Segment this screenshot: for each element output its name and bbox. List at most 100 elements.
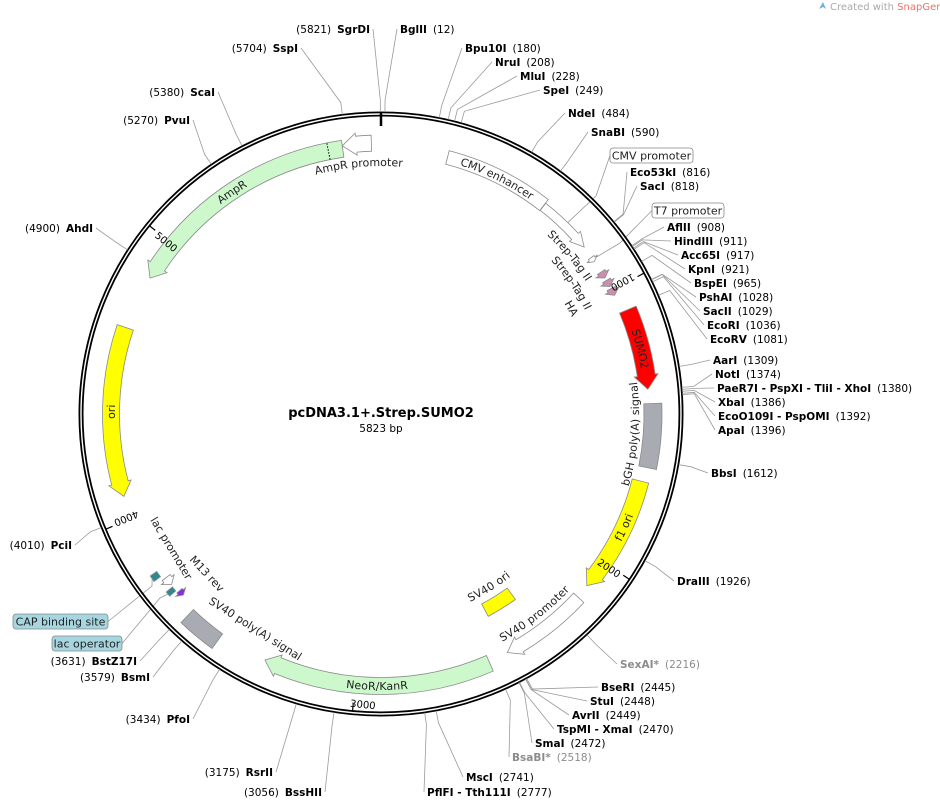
feature-sv40-ori[interactable] [481, 587, 516, 617]
feature-label-box[interactable] [651, 202, 725, 219]
feature-ampr-promoter[interactable] [341, 132, 373, 156]
site-paren: ( [606, 710, 610, 722]
restriction-site[interactable]: Eco53kI(816) [630, 167, 710, 179]
site-position: 917 [730, 250, 750, 262]
site-position: 816 [686, 167, 706, 179]
restriction-site[interactable]: PaeR7I - PspXI - TliI - XhoI(1380) [717, 383, 912, 395]
feature-cap-binding-site[interactable] [149, 570, 162, 583]
site-position: 4010 [14, 540, 41, 552]
site-name: TspMI - XmaI [557, 724, 633, 736]
site-name: NotI [715, 369, 740, 381]
feature-ampr[interactable] [147, 139, 345, 279]
restriction-site[interactable]: KpnI(921) [688, 264, 749, 276]
restriction-site[interactable]: BbsI(1612) [711, 468, 778, 480]
restriction-site[interactable]: AarI(1309) [713, 355, 778, 367]
site-name: Eco53kI [630, 167, 676, 179]
feature-lac-operator[interactable] [165, 586, 177, 597]
restriction-site[interactable]: PflFI - Tth111I(2777) [427, 787, 552, 799]
feature-bgh-poly-a-signal[interactable] [638, 402, 663, 470]
restriction-site[interactable]: (3579)BsmI [80, 672, 150, 684]
site-paren: ( [232, 43, 236, 55]
restriction-site[interactable]: BglII(12) [400, 24, 455, 36]
site-name: SexAI* [620, 659, 659, 671]
feature-sumo2[interactable] [619, 305, 659, 390]
restriction-site[interactable]: BspEI(965) [694, 278, 761, 290]
restriction-site[interactable]: SpeI(249) [543, 85, 603, 97]
site-paren: ) [776, 320, 780, 332]
restriction-site[interactable]: EcoRI(1036) [707, 320, 781, 332]
site-leader-line [447, 61, 493, 120]
restriction-site[interactable]: EcoO109I - PspOMI(1392) [718, 411, 871, 423]
feature-neor-kanr[interactable] [264, 654, 494, 695]
site-paren: ( [738, 292, 742, 304]
site-paren: ( [721, 264, 725, 276]
restriction-site[interactable]: (4900)AhdI [25, 223, 93, 235]
feature-sv40-poly-a-signal[interactable] [180, 609, 224, 650]
restriction-site[interactable]: PshAI(1028) [699, 292, 773, 304]
feature-ha[interactable] [604, 285, 620, 296]
site-paren: ( [716, 576, 720, 588]
restriction-site[interactable]: SacI(818) [640, 181, 699, 193]
site-paren: ( [631, 127, 635, 139]
site-paren: ) [636, 710, 640, 722]
watermark: Created with SnapGene® [819, 2, 940, 13]
restriction-site[interactable]: SmaI(2472) [535, 738, 605, 750]
restriction-site[interactable]: MluI(228) [520, 71, 580, 83]
feature-label-t7-promoter: T7 promoter [653, 205, 723, 218]
site-position: 2448 [624, 696, 651, 708]
site-paren: ( [601, 108, 605, 120]
leader-line [595, 210, 653, 258]
restriction-site[interactable]: Acc65I(917) [681, 250, 754, 262]
feature-label-box[interactable] [51, 635, 123, 652]
feature-label-box[interactable] [609, 147, 694, 164]
restriction-site[interactable]: (3175)RsrII [205, 767, 273, 779]
restriction-site[interactable]: NdeI(484) [568, 108, 630, 120]
restriction-site[interactable]: (3056)BssHII [244, 787, 322, 799]
restriction-site[interactable]: NotI(1374) [715, 369, 781, 381]
restriction-site[interactable]: ApaI(1396) [718, 425, 786, 437]
site-leader-line [460, 89, 541, 123]
restriction-site[interactable]: XbaI(1386) [718, 397, 786, 409]
restriction-site[interactable]: MscI(2741) [466, 772, 534, 784]
feature-cmv-promoter[interactable] [539, 202, 585, 248]
restriction-site[interactable]: (3434)PfoI [126, 714, 190, 726]
restriction-site[interactable]: SexAI*(2216) [620, 659, 700, 671]
restriction-site[interactable]: SacII(1029) [703, 306, 773, 318]
restriction-site[interactable]: BsaBI*(2518) [512, 752, 592, 764]
restriction-site[interactable]: Bpu10I(180) [465, 43, 541, 55]
site-leader-line [633, 241, 679, 256]
restriction-site[interactable]: (4010)PciI [10, 540, 72, 552]
restriction-site[interactable]: AvrII(2449) [572, 710, 641, 722]
site-paren: ( [433, 24, 437, 36]
feature-strep-tag-ii[interactable] [594, 268, 610, 279]
restriction-site[interactable]: StuI(2448) [590, 696, 655, 708]
feature-f1-ori[interactable] [585, 478, 650, 587]
restriction-site[interactable]: (5821)SgrDI [296, 24, 370, 36]
restriction-site[interactable]: AflII(908) [667, 222, 725, 234]
feature-strep-tag-ii[interactable] [599, 277, 615, 287]
restriction-site[interactable]: NruI(208) [495, 57, 555, 69]
feature-lac-promoter[interactable] [160, 573, 175, 586]
restriction-site[interactable]: DraIII(1926) [677, 576, 751, 588]
restriction-site[interactable]: SnaBI(590) [591, 127, 659, 139]
feature-sv40-promoter[interactable] [506, 592, 585, 655]
site-paren: ( [640, 682, 644, 694]
site-position: 2216 [669, 659, 696, 671]
restriction-site[interactable]: (5704)SspI [232, 43, 298, 55]
feature-t7-promoter[interactable] [586, 254, 598, 264]
restriction-site[interactable]: (3631)BstZ17I [51, 656, 137, 668]
site-position: 1036 [750, 320, 777, 332]
restriction-site[interactable]: (5380)ScaI [149, 87, 215, 99]
restriction-site[interactable]: TspMI - XmaI(2470) [557, 724, 674, 736]
site-leader-line [652, 276, 705, 326]
restriction-site[interactable]: EcoRV(1081) [710, 334, 788, 346]
restriction-site[interactable]: (5270)PvuI [123, 115, 190, 127]
feature-m13-rev[interactable] [174, 586, 187, 597]
site-leader-line [192, 119, 212, 165]
feature-label-box[interactable] [12, 613, 109, 630]
site-paren: ( [733, 278, 737, 290]
site-paren: ) [154, 115, 158, 127]
restriction-site[interactable]: HindIII(911) [674, 236, 747, 248]
restriction-site[interactable]: BseRI(2445) [601, 682, 675, 694]
feature-ori[interactable] [102, 324, 134, 497]
